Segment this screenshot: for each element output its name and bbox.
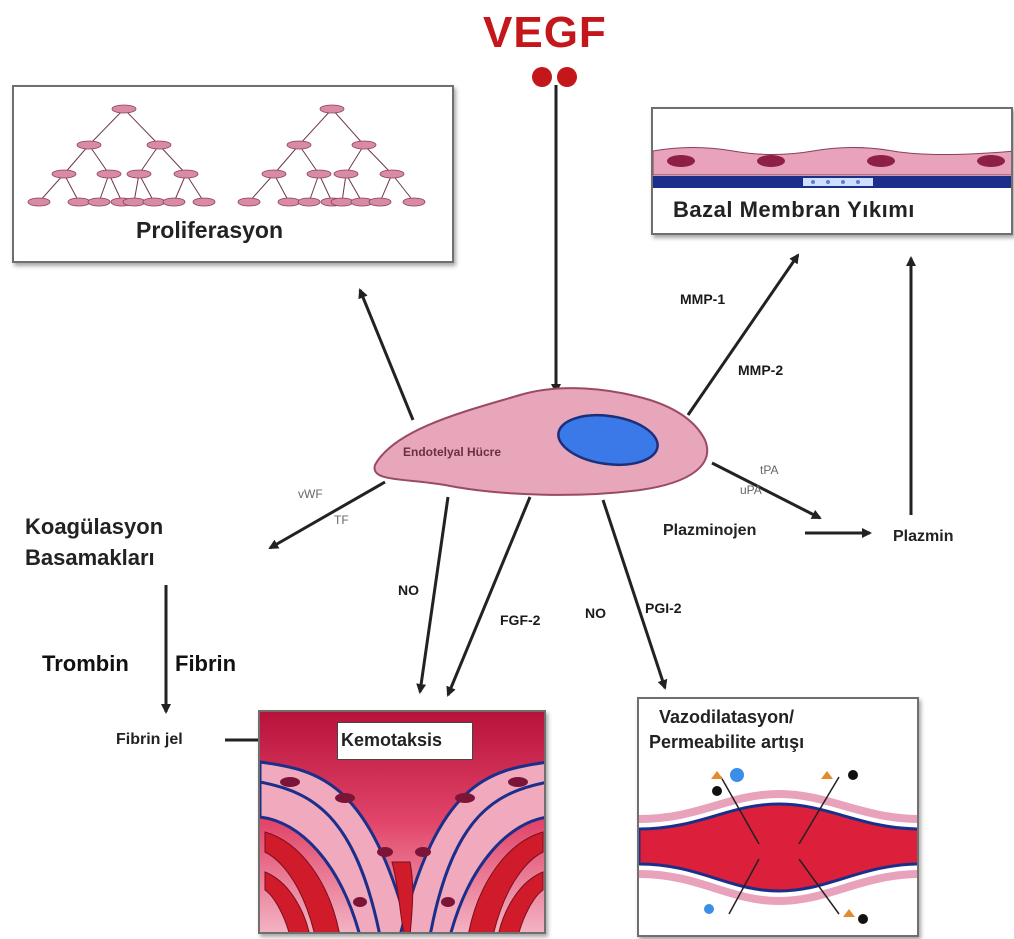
fgf2-label: FGF-2 bbox=[500, 612, 540, 628]
fibrin-label: Fibrin bbox=[175, 651, 236, 677]
chemotaxis-box: Kemotaksis bbox=[258, 710, 546, 934]
chemotaxis-label-box: Kemotaksis bbox=[337, 722, 473, 760]
vasodilation-illustration bbox=[639, 699, 919, 937]
tf-label: TF bbox=[334, 513, 349, 527]
upa-label: uPA bbox=[740, 483, 762, 497]
no-left-label: NO bbox=[398, 582, 419, 598]
plasmin-label: Plazmin bbox=[893, 528, 953, 546]
proliferation-label: Proliferasyon bbox=[136, 217, 283, 244]
cell-label: Endotelyal Hücre bbox=[403, 445, 501, 459]
fibrin-gel-label: Fibrin jel bbox=[116, 731, 183, 749]
mmp1-label: MMP-1 bbox=[680, 291, 725, 307]
coagulation-label: Koagülasyon Basamakları bbox=[25, 511, 163, 573]
mmp2-label: MMP-2 bbox=[738, 362, 783, 378]
tpa-label: tPA bbox=[760, 463, 778, 477]
chemotaxis-label: Kemotaksis bbox=[341, 730, 442, 751]
basement-membrane-box: Bazal Membran Yıkımı bbox=[651, 107, 1013, 235]
vwf-label: vWF bbox=[298, 487, 323, 501]
vasodilation-box: Vazodilatasyon/ Permeabilite artışı bbox=[637, 697, 919, 937]
basement-membrane-label: Bazal Membran Yıkımı bbox=[673, 197, 915, 223]
proliferation-box: Proliferasyon bbox=[12, 85, 454, 263]
plasminogen-label: Plazminojen bbox=[663, 522, 756, 540]
pgi2-label: PGI-2 bbox=[645, 600, 682, 616]
no-right-label: NO bbox=[585, 605, 606, 621]
thrombin-label: Trombin bbox=[42, 651, 129, 677]
